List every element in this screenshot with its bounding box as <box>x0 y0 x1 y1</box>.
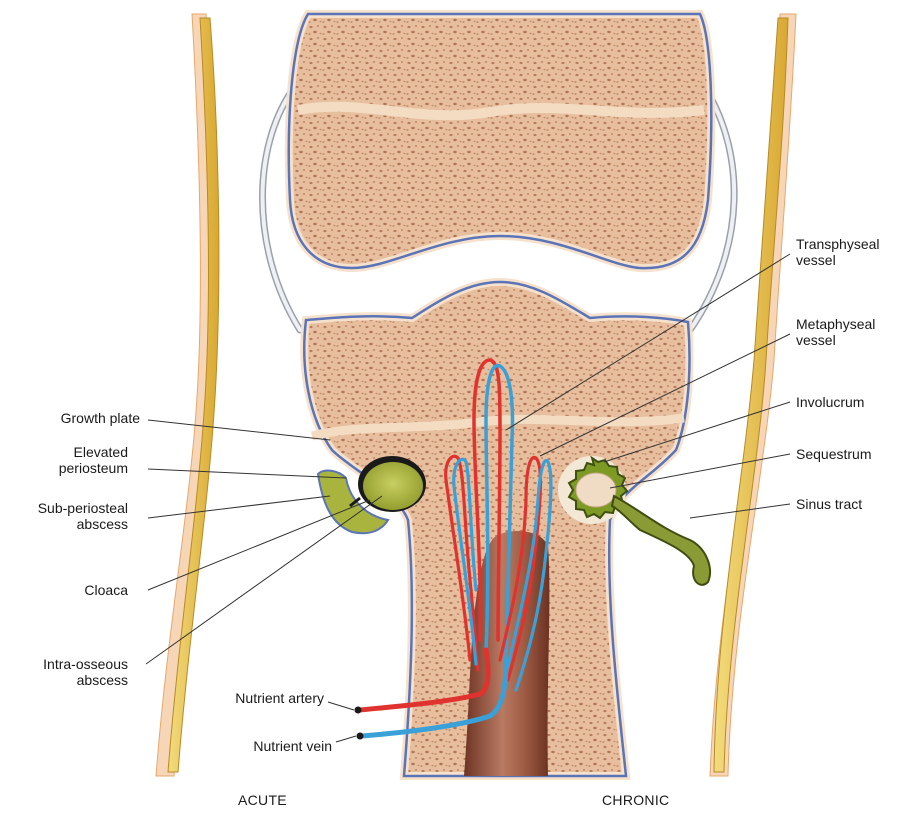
label-cloaca: Cloaca <box>84 582 128 598</box>
upper-bone <box>289 14 711 268</box>
label-involucrum: Involucrum <box>796 394 864 410</box>
left-soft-tissue <box>156 14 219 776</box>
label-nutrient-vein: Nutrient vein <box>253 738 332 754</box>
label-sequestrum: Sequestrum <box>796 446 871 462</box>
caption-chronic: CHRONIC <box>602 792 669 808</box>
sinus-tract <box>612 496 710 585</box>
caption-acute: ACUTE <box>238 792 287 808</box>
label-sinus-tract: Sinus tract <box>796 496 862 512</box>
label-nutrient-artery: Nutrient artery <box>235 690 324 706</box>
sequestrum <box>576 473 616 507</box>
label-growth-plate: Growth plate <box>61 410 140 426</box>
